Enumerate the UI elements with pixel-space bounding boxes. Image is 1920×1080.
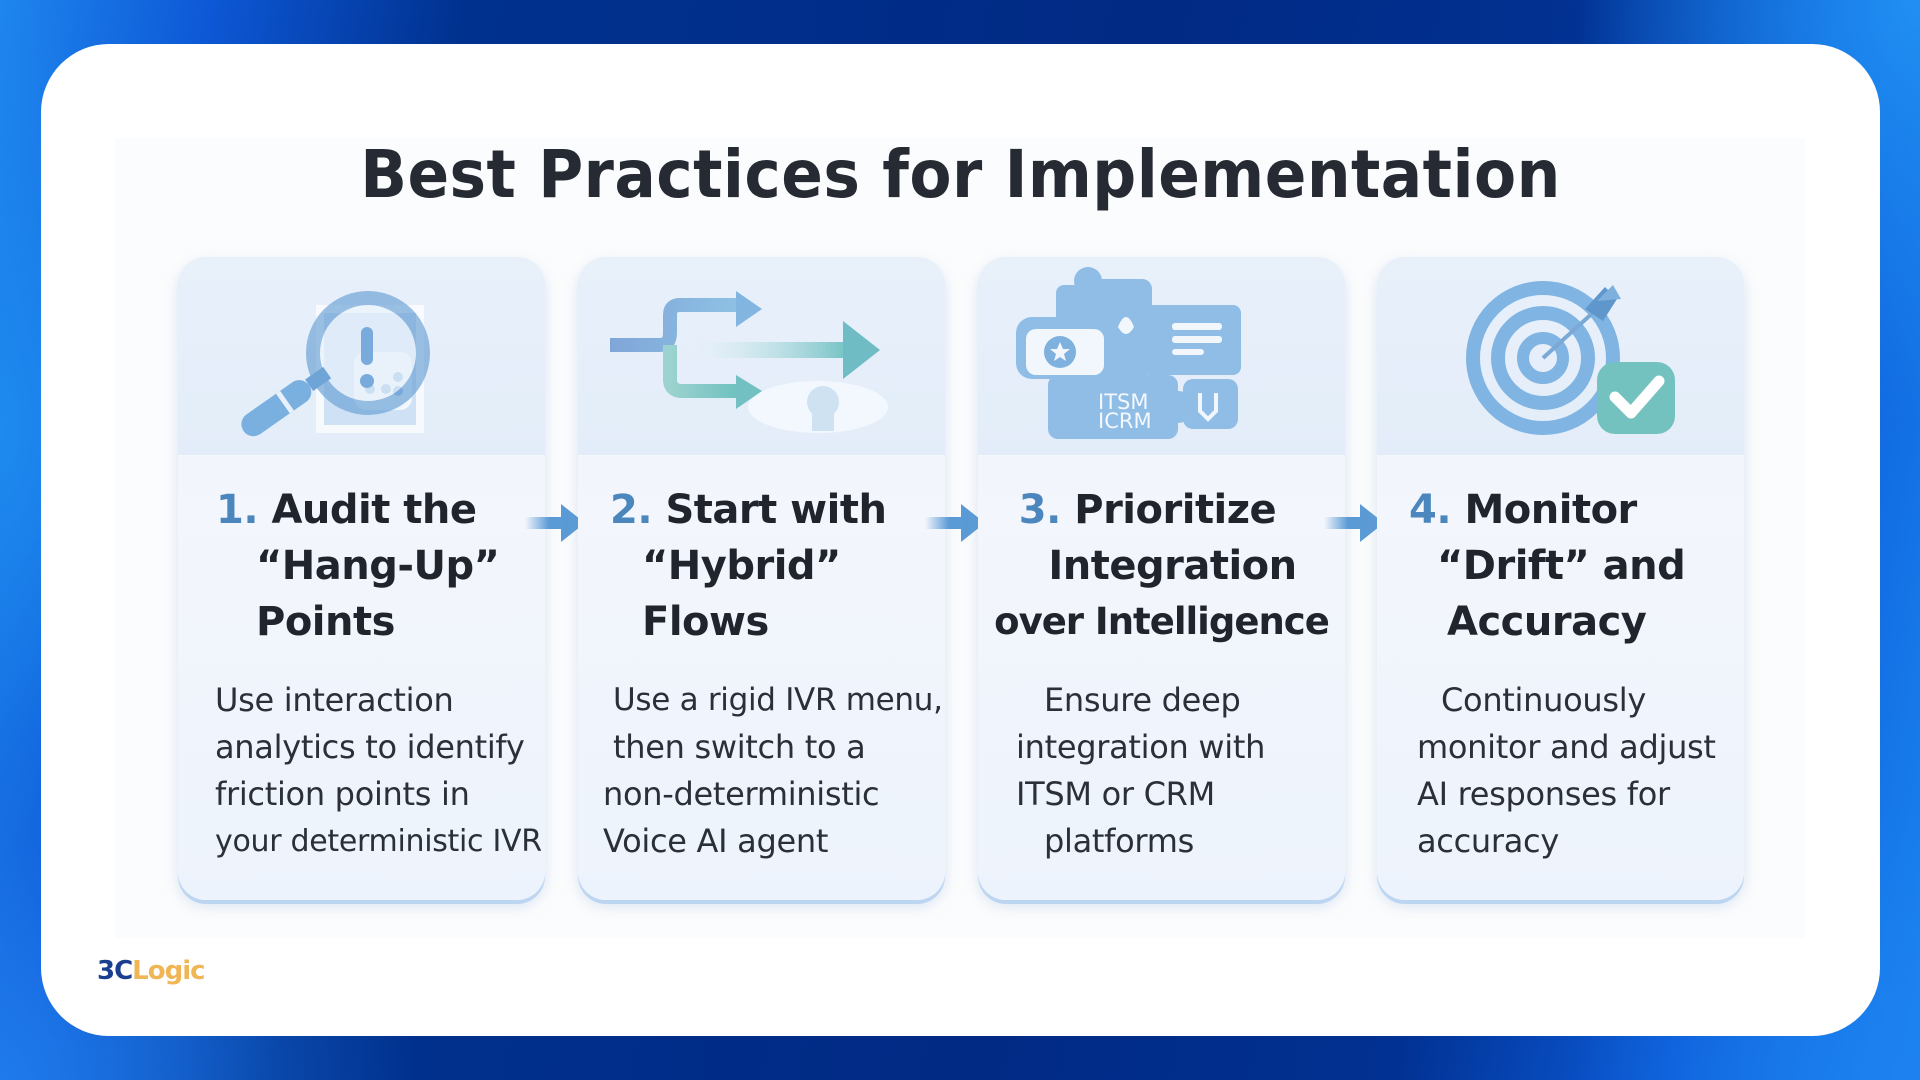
practice-card-1: 1. Audit the “Hang-Up” Points Use intera… (178, 257, 545, 900)
practice-card-3: ITSM ICRM 3. Prioritize Integration over… (978, 257, 1345, 900)
card-description: Use interaction analytics to identify fr… (215, 681, 542, 859)
target-check-icon (1377, 257, 1744, 457)
card-heading: 1. Audit the “Hang-Up” Points (216, 487, 500, 645)
card-description: Ensure deep integration with ITSM or CRM… (1016, 681, 1266, 860)
arrow-right-icon (1324, 504, 1384, 542)
card-description: Continuously monitor and adjust AI respo… (1417, 681, 1716, 860)
magnifying-glass-alert-icon (178, 257, 545, 457)
slide-card: Best Practices for Implementation 1. Aud… (41, 44, 1880, 1036)
card-heading: 4. Monitor “Drift” and Accuracy (1409, 487, 1686, 645)
svg-text:ICRM: ICRM (1098, 409, 1152, 433)
practice-card-2: 2. Start with “Hybrid” Flows Use a rigid… (578, 257, 945, 900)
puzzle-integration-icon: ITSM ICRM (978, 257, 1345, 457)
arrow-right-icon (525, 504, 585, 542)
arrow-right-icon (925, 504, 985, 542)
branching-flow-arrows-icon (578, 257, 945, 457)
svg-text:ITSM: ITSM (1098, 390, 1148, 414)
card-heading: 2. Start with “Hybrid” Flows (610, 487, 887, 645)
card-heading: 3. Prioritize Integration over Intellige… (994, 487, 1330, 643)
company-logo: 3CLogic (97, 956, 206, 986)
page-title: Best Practices for Implementation (360, 136, 1561, 213)
practice-card-4: 4. Monitor “Drift” and Accuracy Continuo… (1377, 257, 1744, 900)
card-description: Use a rigid IVR menu, then switch to a n… (603, 682, 943, 860)
